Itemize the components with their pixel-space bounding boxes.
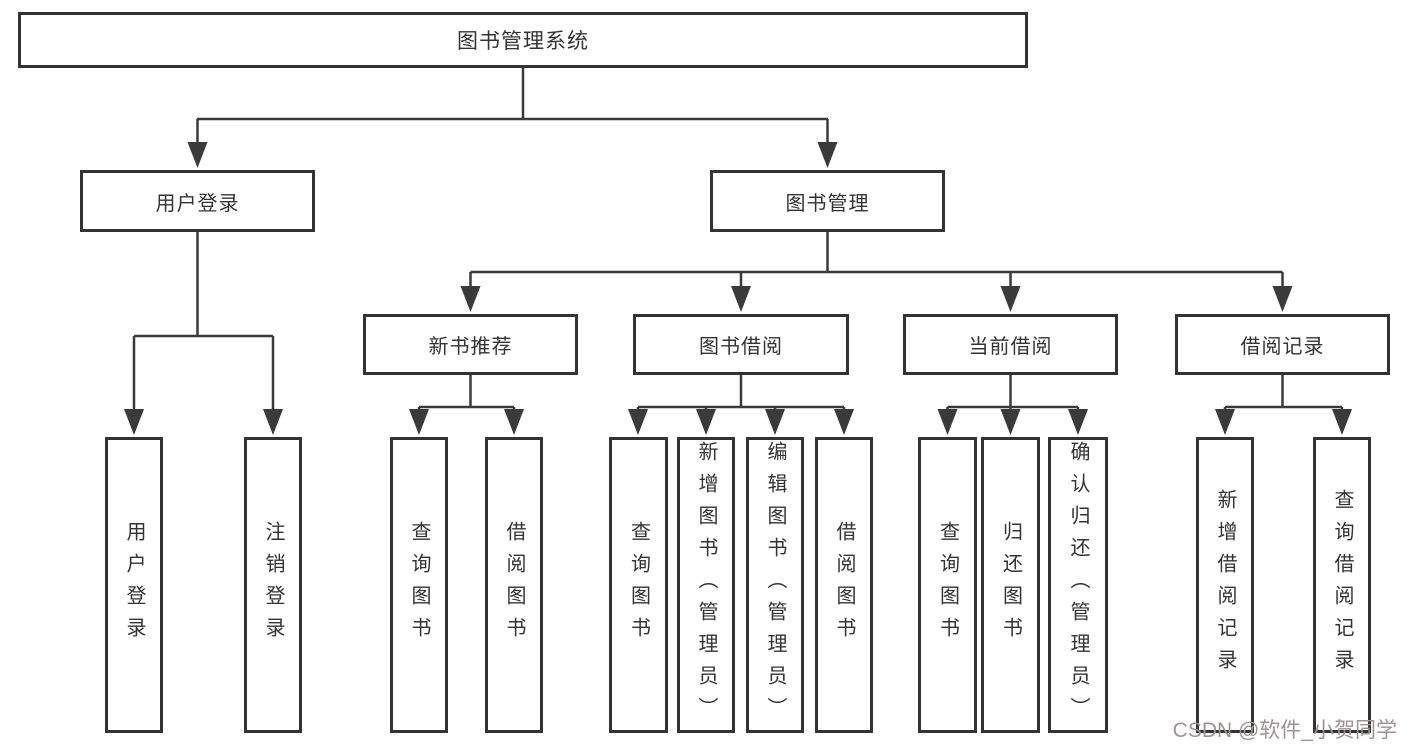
leaf-label: 归还图书 <box>999 521 1022 649</box>
node-library-management-system: 图书管理系统 <box>18 12 1028 68</box>
node-label: 用户登录 <box>155 192 240 215</box>
leaf-label: 注销登录 <box>262 521 284 649</box>
leaf-label: 借阅图书 <box>833 521 855 649</box>
node-label: 图书借阅 <box>699 336 783 358</box>
leaf-label: 确认归还（管理员） <box>1067 441 1089 729</box>
leaf-borrow-books-borrowing: 借阅图书 <box>815 437 873 733</box>
leaf-label: 查询图书 <box>408 521 430 649</box>
node-current-borrowing: 当前借阅 <box>903 314 1118 375</box>
leaf-confirm-return-admin: 确认归还（管理员） <box>1048 437 1108 733</box>
leaf-search-books-borrowing: 查询图书 <box>609 437 668 733</box>
leaf-search-books-current: 查询图书 <box>918 437 977 733</box>
csdn-watermark: CSDN @软件_小贺同学 <box>1172 719 1397 742</box>
leaf-label: 查询借阅记录 <box>1331 489 1353 681</box>
leaf-label: 新增借阅记录 <box>1214 489 1236 681</box>
node-label: 当前借阅 <box>968 336 1053 358</box>
node-label: 借阅记录 <box>1240 336 1325 358</box>
leaf-add-book-admin: 新增图书（管理员） <box>677 437 735 733</box>
leaf-search-books-recommend: 查询图书 <box>390 437 448 733</box>
leaf-return-books: 归还图书 <box>981 437 1040 733</box>
leaf-label: 编辑图书（管理员） <box>764 441 786 729</box>
leaf-label: 查询图书 <box>627 521 650 649</box>
node-user-login: 用户登录 <box>80 170 315 232</box>
leaf-search-borrow-record: 查询借阅记录 <box>1313 437 1371 733</box>
leaf-label: 新增图书（管理员） <box>695 441 717 729</box>
leaf-label: 用户登录 <box>123 521 145 649</box>
leaf-borrow-books-recommend: 借阅图书 <box>485 437 543 733</box>
node-book-borrowing: 图书借阅 <box>633 314 849 375</box>
leaf-logout: 注销登录 <box>244 437 302 733</box>
node-label: 新书推荐 <box>428 336 513 358</box>
node-new-book-recommend: 新书推荐 <box>363 314 578 375</box>
node-label: 图书管理系统 <box>457 30 589 53</box>
leaf-user-login: 用户登录 <box>105 437 163 733</box>
leaf-add-borrow-record: 新增借阅记录 <box>1196 437 1254 733</box>
leaf-edit-book-admin: 编辑图书（管理员） <box>746 437 804 733</box>
leaf-label: 借阅图书 <box>503 521 525 649</box>
node-label: 图书管理 <box>785 192 870 215</box>
node-borrowing-records: 借阅记录 <box>1175 314 1390 375</box>
node-book-management: 图书管理 <box>710 170 945 232</box>
leaf-label: 查询图书 <box>936 521 959 649</box>
